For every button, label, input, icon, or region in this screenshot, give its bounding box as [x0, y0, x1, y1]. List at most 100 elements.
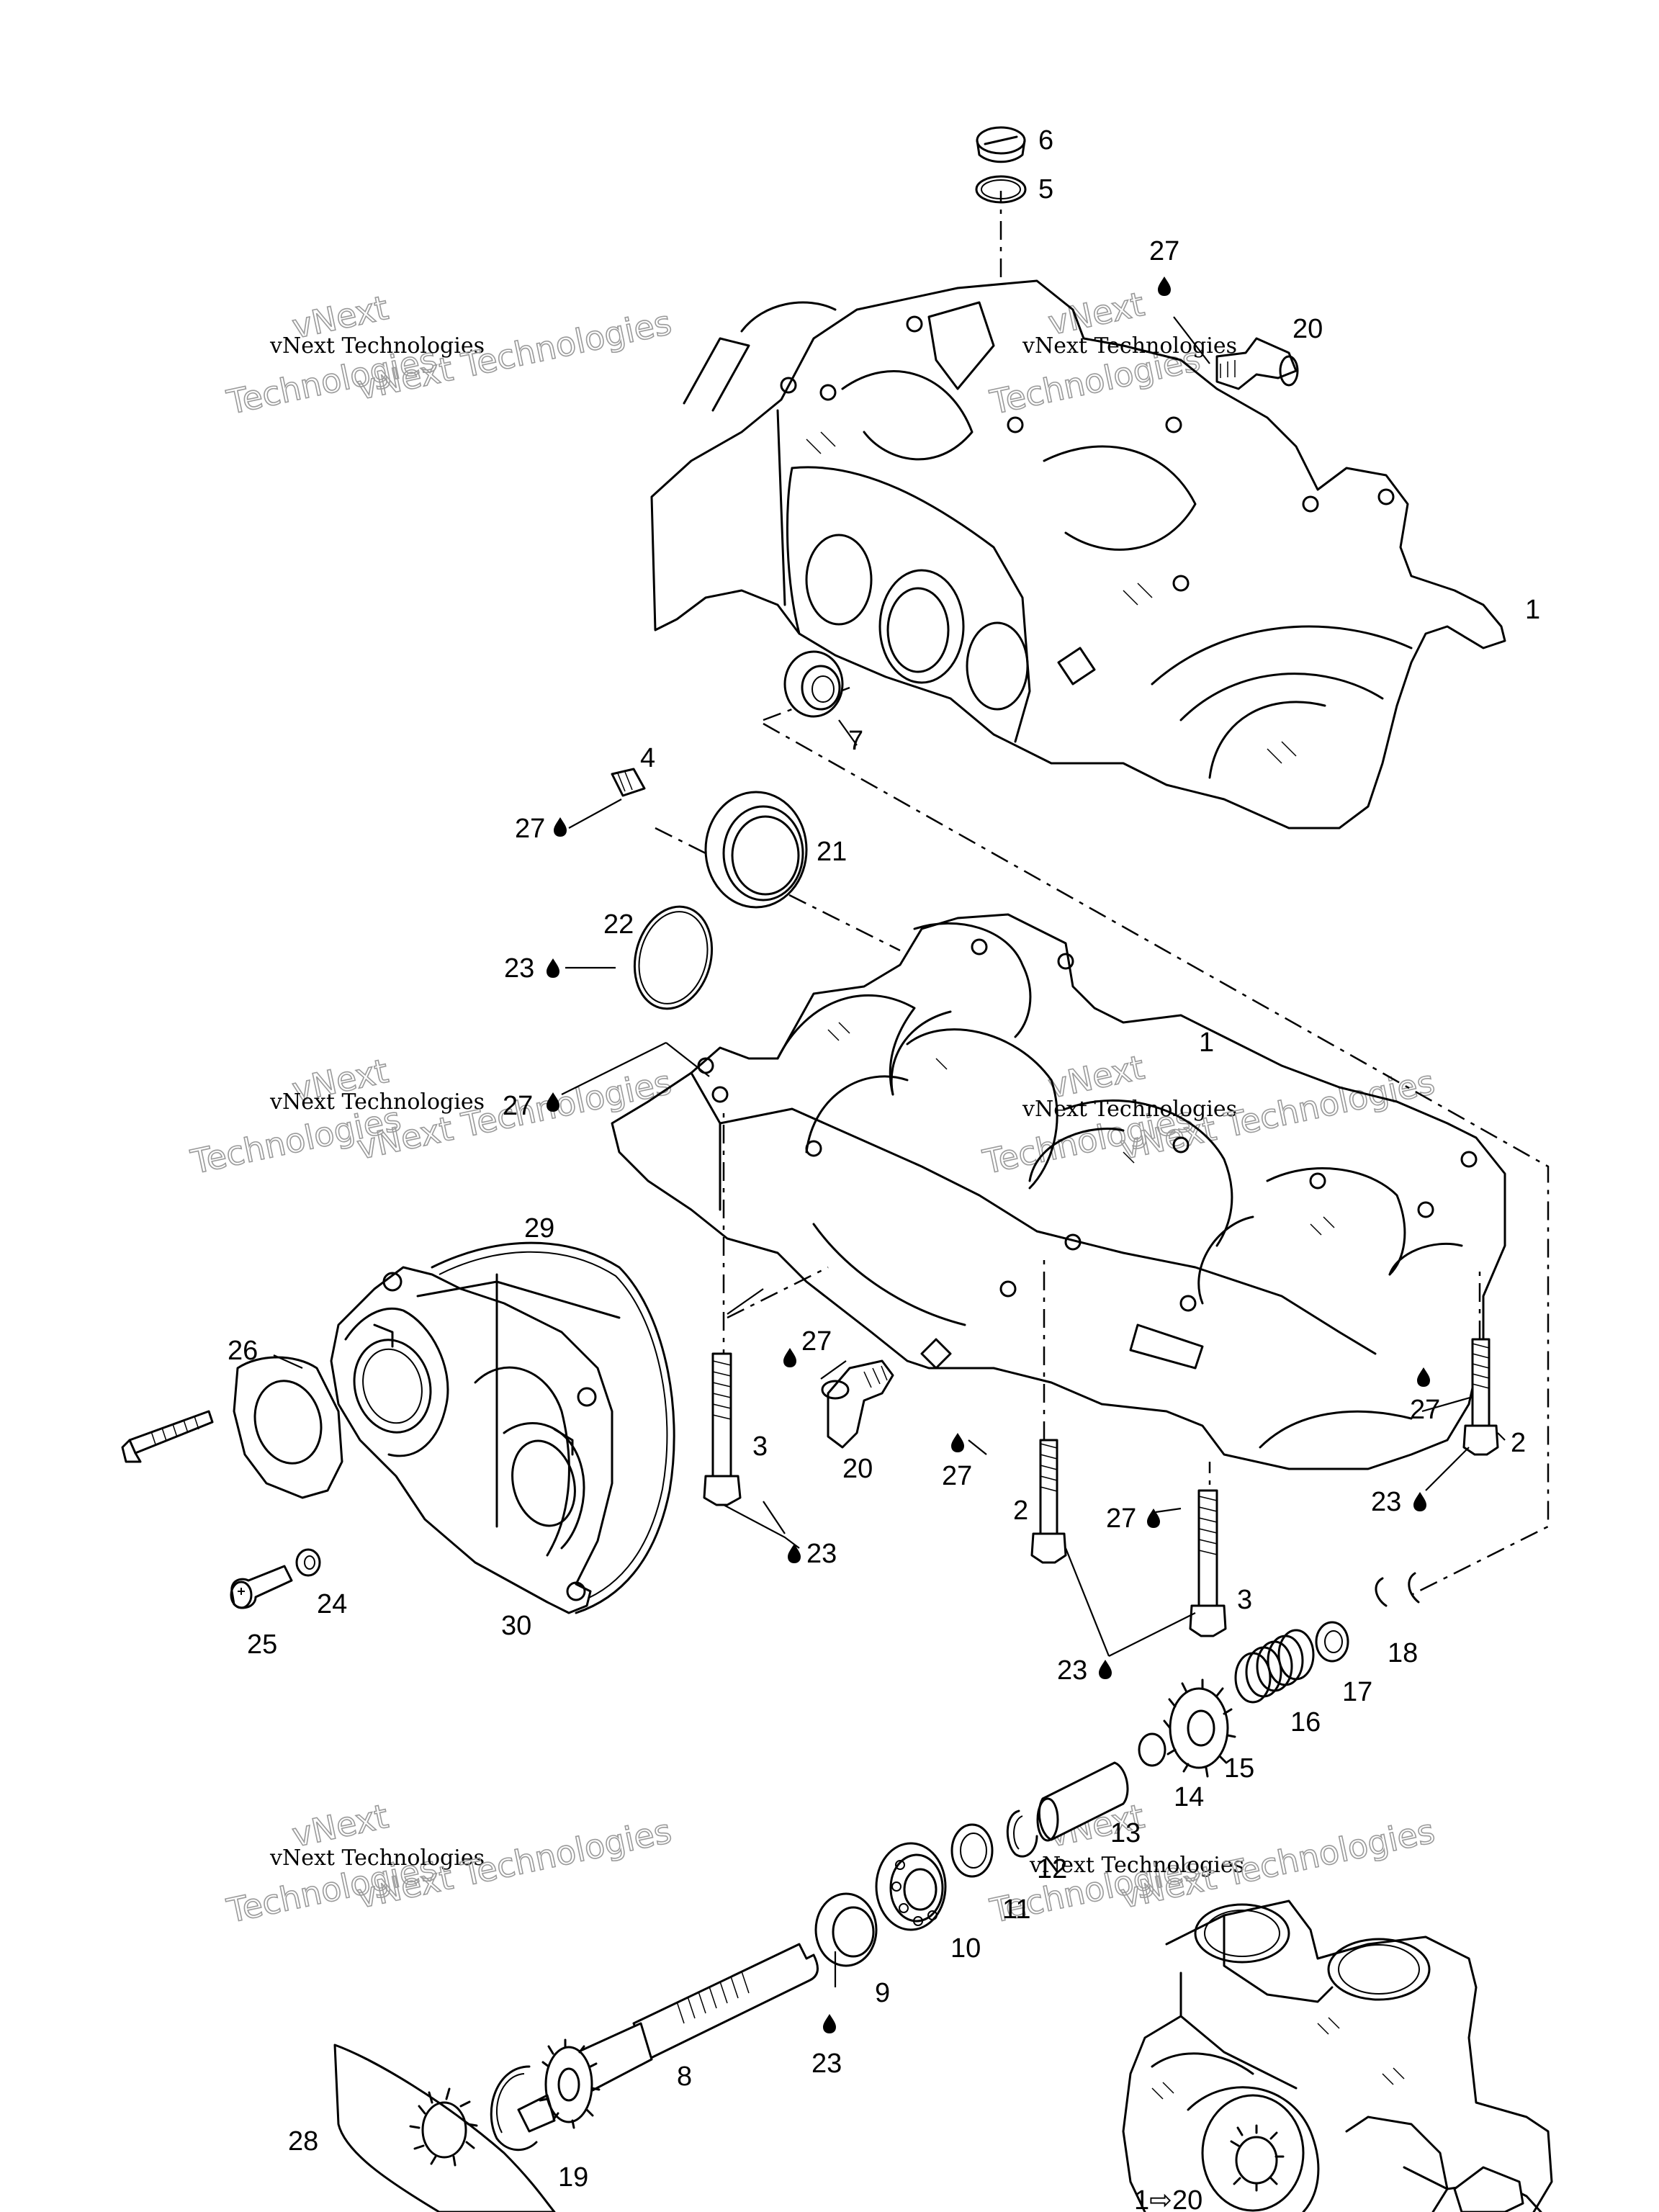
part-3-bolt-left	[703, 1352, 742, 1506]
journal-saddle-3-inner	[1028, 1128, 1125, 1182]
lower-crankcase	[611, 913, 1506, 1470]
leader-23c	[1425, 1447, 1470, 1491]
lubricant-drop-icon	[1099, 1660, 1112, 1679]
callout-8: 8	[677, 2062, 692, 2092]
bolt-hole	[906, 315, 923, 333]
lubricant-drop-icon	[1413, 1492, 1426, 1511]
callout-22: 22	[603, 909, 634, 940]
part-24-lock-washer	[295, 1548, 321, 1577]
leader-27d-b	[727, 1288, 764, 1315]
callout-1: 1	[1199, 1028, 1214, 1058]
bolt-hole	[711, 1086, 729, 1103]
bolt-hole	[1007, 416, 1024, 433]
callout-labels: 6 5 27 20 1 7 4 27 21 22 23 1 27 29 26 2…	[228, 125, 1540, 2212]
cylinder-bore-right	[1043, 445, 1197, 551]
upper-case-stud	[1057, 647, 1096, 685]
callout-5: 5	[1038, 174, 1053, 204]
callout-23: 23	[504, 953, 534, 984]
leader-26	[273, 1354, 303, 1370]
lower-case-bottom-arc	[812, 1223, 966, 1326]
upper-case-end-plate-inner	[786, 467, 801, 635]
callout-3: 3	[752, 1431, 768, 1462]
leader-27c-b	[665, 1042, 710, 1077]
part-15-bevel-gear	[1163, 1678, 1236, 1778]
callout-27: 27	[801, 1326, 832, 1357]
part-18-circlip	[1375, 1572, 1420, 1607]
watermark-mid-left: Technologies vNext vNext Technologies vN…	[186, 1051, 675, 1182]
callout-27: 27	[1106, 1503, 1136, 1534]
bolt-hole	[1057, 953, 1074, 970]
journal-saddle-4	[1266, 1167, 1406, 1276]
shading-strokes	[806, 431, 1297, 764]
part-13-sleeve	[1036, 1761, 1129, 1842]
callout-27: 27	[1410, 1395, 1440, 1425]
leader-27c-a	[561, 1042, 667, 1095]
lubricant-drop-icon	[547, 958, 559, 978]
callout-16: 16	[1290, 1707, 1321, 1737]
part-29-gasket	[431, 1241, 675, 1614]
seal-guide-line	[655, 827, 901, 952]
upper-case-top-rim	[740, 301, 837, 333]
upper-case-main-journal-arc	[1151, 625, 1413, 685]
upper-case-wall-line	[776, 409, 786, 606]
bolt-hole	[1309, 1172, 1326, 1190]
lower-case-slot	[1129, 1323, 1204, 1370]
part-9-seal	[814, 1892, 878, 1967]
bolt-hole	[1460, 1151, 1478, 1168]
callout-25: 25	[247, 1629, 277, 1660]
lubricant-drop-icon	[951, 1433, 964, 1452]
journal-saddle-1-inner	[890, 1010, 952, 1096]
callout-13: 13	[1110, 1818, 1141, 1848]
part-14-washer	[1138, 1732, 1166, 1767]
part-28-shield	[333, 2044, 556, 2212]
engine-assembly-reference	[1122, 1899, 1553, 2212]
part-11-washer	[950, 1823, 994, 1878]
callout-17: 17	[1342, 1677, 1372, 1707]
callout-12: 12	[1037, 1854, 1067, 1884]
upper-case-flange-left	[683, 337, 750, 412]
bearing-bore-left	[805, 534, 873, 626]
bolt-hole	[1165, 416, 1182, 433]
callout-11: 11	[1002, 1894, 1030, 1925]
bolt-hole	[1417, 1201, 1434, 1218]
part-26-gasket-plate	[233, 1356, 343, 1499]
journal-saddle-4-inner	[1388, 1242, 1463, 1276]
leader-3-tick	[763, 1501, 786, 1534]
callout-23: 23	[1057, 1655, 1087, 1686]
lubricant-drop-icon	[823, 2014, 836, 2033]
lubricant-drop-icon	[1158, 276, 1171, 296]
part-20-elbow-fitting-top	[1215, 337, 1299, 390]
bearing-bore-center-inner	[886, 587, 950, 673]
rotary-cover-guide-line	[727, 1266, 829, 1319]
bolt-hole	[1172, 1136, 1190, 1154]
upper-case-boss	[927, 301, 995, 390]
case-right-guide-line	[763, 722, 1550, 1596]
callout-2: 2	[1013, 1496, 1028, 1526]
leader-lines	[273, 316, 1506, 1987]
callout-27: 27	[942, 1461, 972, 1491]
callout-cross-reference: 1⇨20	[1134, 2185, 1202, 2212]
lower-case-outline	[611, 913, 1506, 1470]
callout-14: 14	[1174, 1782, 1204, 1812]
lower-case-boss	[920, 1338, 952, 1370]
part-21-large-seal	[704, 791, 808, 909]
leader-4	[568, 799, 622, 829]
callout-21: 21	[817, 837, 847, 867]
part-7-seal	[783, 650, 844, 718]
journal-saddle-2-inner	[805, 1075, 909, 1154]
part-4-small-plug	[611, 768, 646, 797]
part-12-circlip	[1006, 1809, 1038, 1858]
callout-27: 27	[1149, 236, 1179, 266]
leader-3-23b	[723, 1504, 800, 1549]
callout-19: 19	[558, 2162, 588, 2193]
callout-28: 28	[288, 2126, 318, 2157]
bolt-hole	[1064, 1233, 1082, 1251]
part-8-drive-shaft	[517, 1943, 819, 2133]
part-10-ball-bearing	[875, 1842, 947, 1931]
callout-20: 20	[1292, 314, 1323, 344]
part-2-bolt-center	[1030, 1439, 1067, 1564]
lubricant-drop-icon	[788, 1544, 801, 1563]
journal-saddle-2-top	[913, 922, 1032, 1038]
callout-26: 26	[228, 1336, 258, 1366]
callout-9: 9	[875, 1978, 890, 2008]
